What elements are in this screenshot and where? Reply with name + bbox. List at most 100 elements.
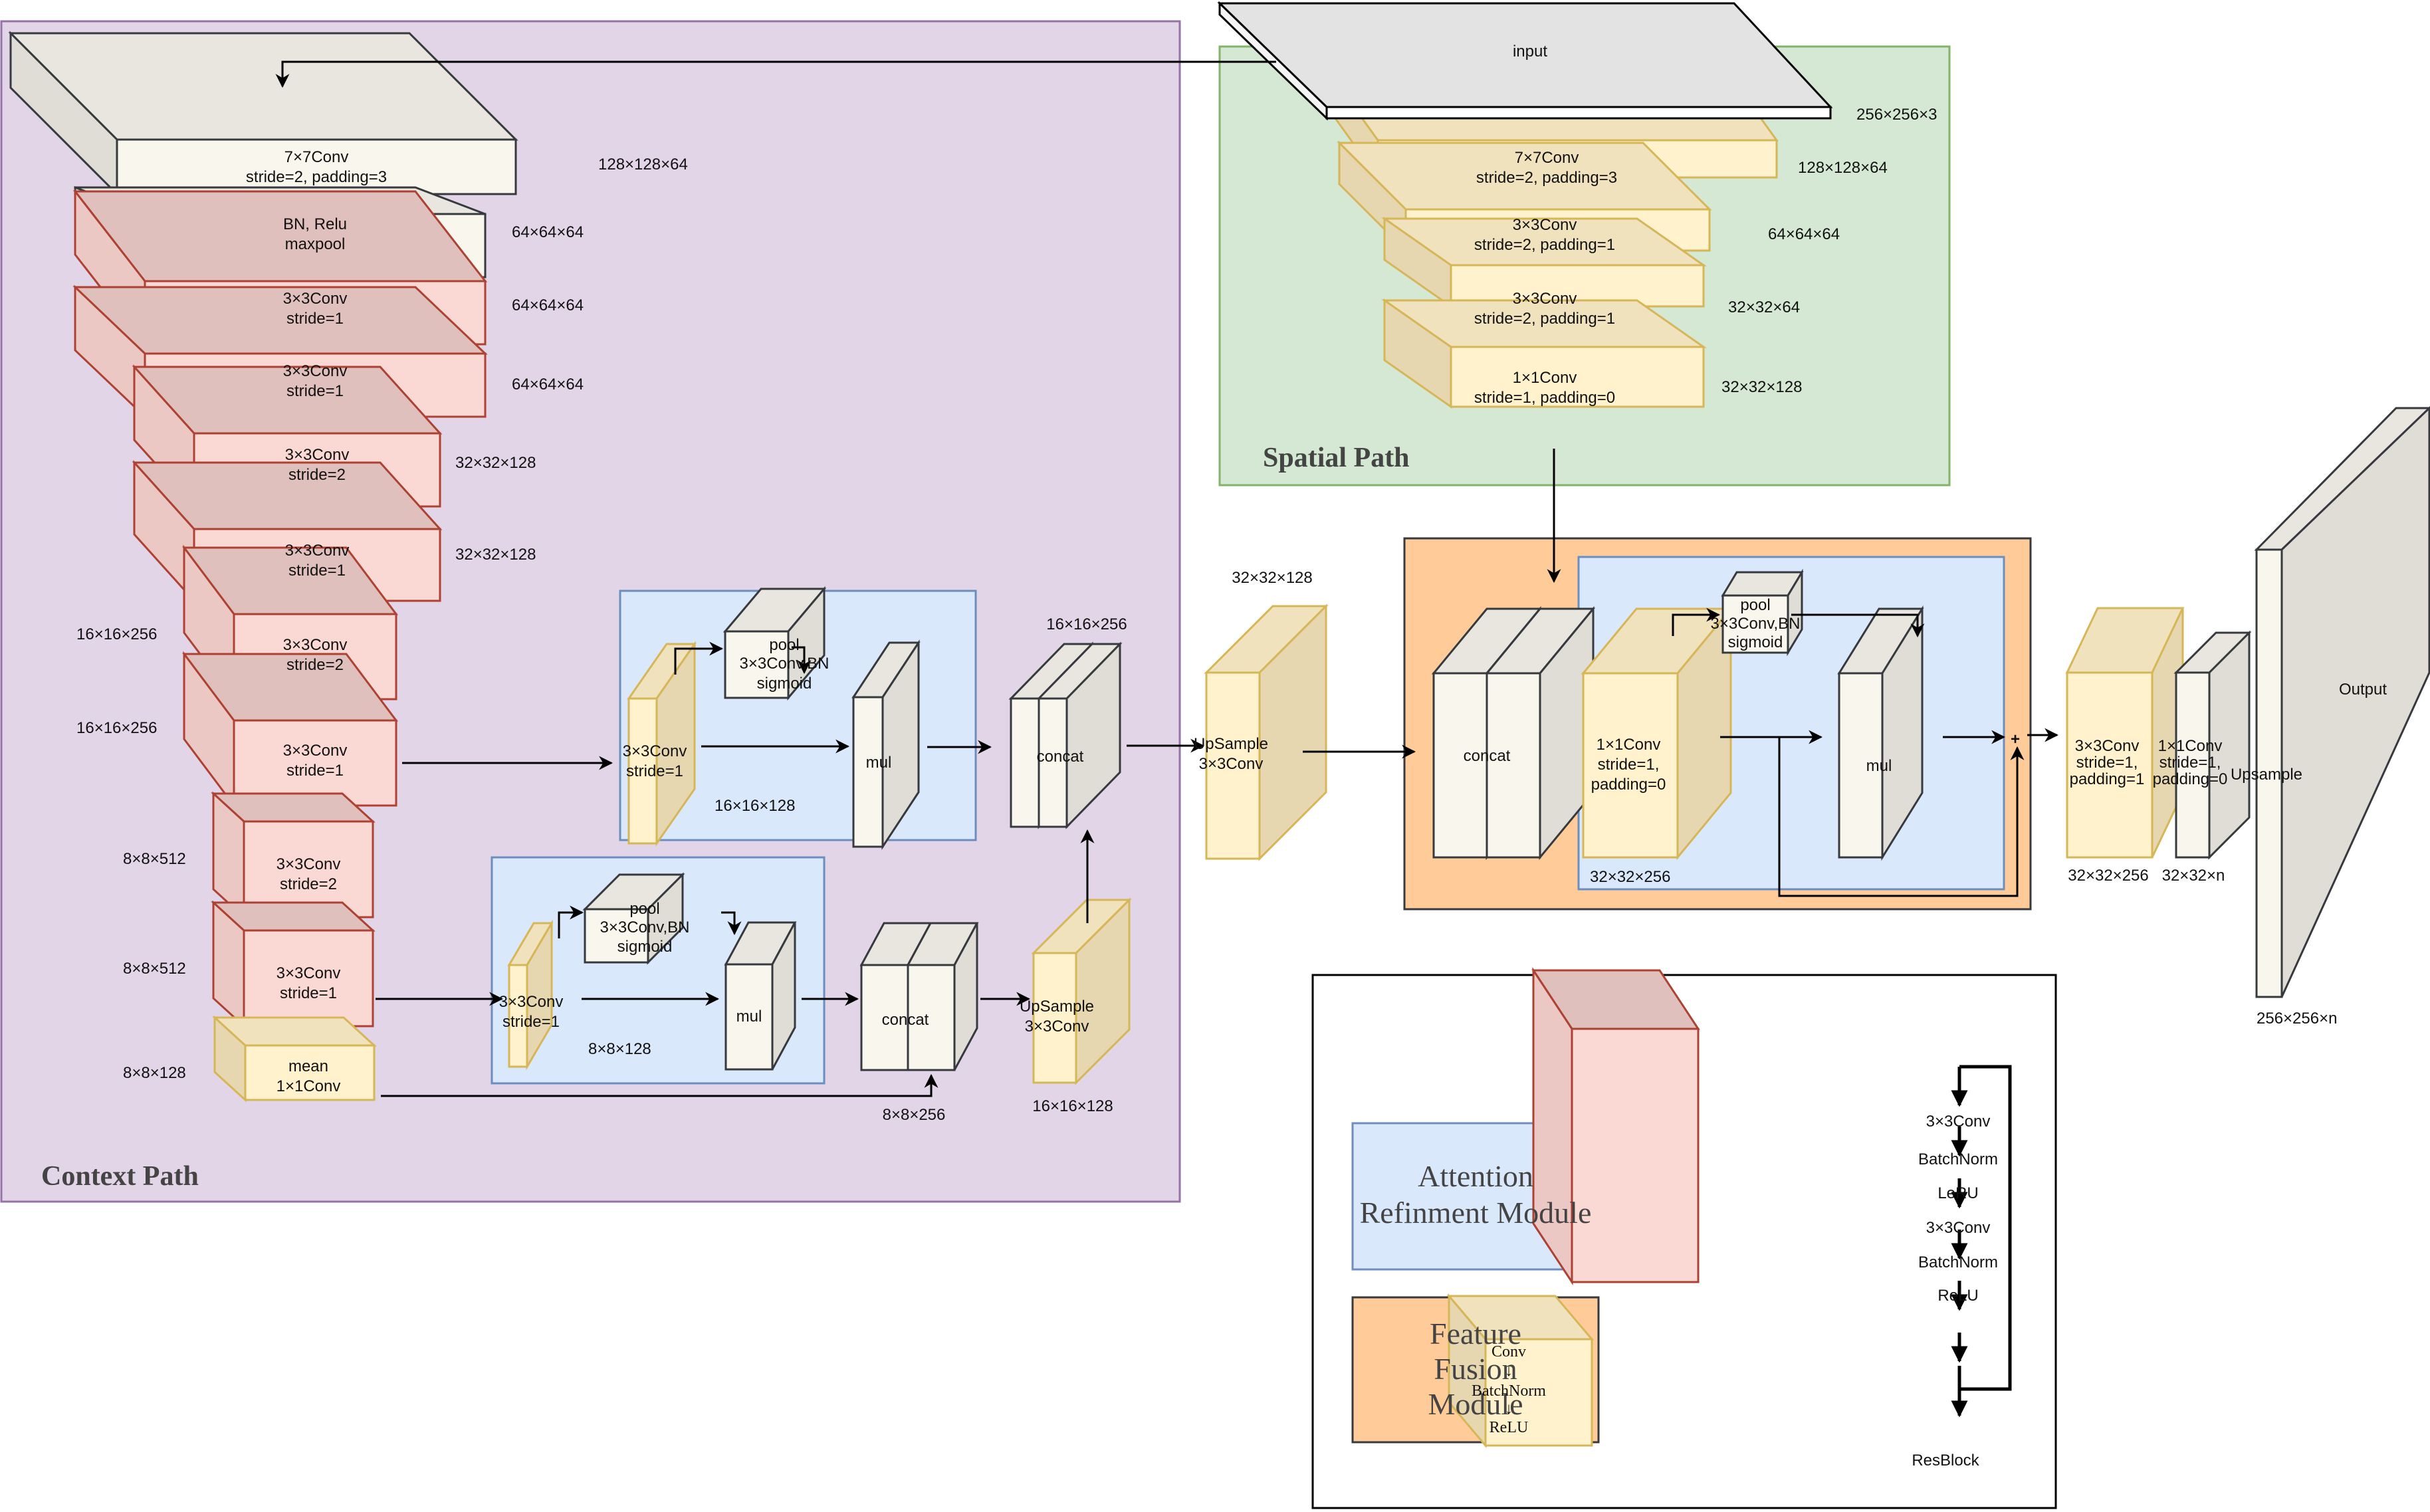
arm8-conv-line2: stride=1 (502, 1013, 560, 1031)
cp-dim-2: 64×64×64 (512, 296, 584, 314)
arm16-pool-to-mul-arrow (792, 646, 812, 675)
cp-block-conv1-top (72, 190, 488, 282)
legend-resblock (1531, 966, 1700, 1286)
arm16-pool-line3: sigmoid (757, 675, 812, 693)
cp-label-8-line1: 3×3Conv (276, 855, 341, 873)
upsample16-dim: 16×16×128 (1032, 1097, 1113, 1115)
legend-arm-line1: Attention (1418, 1159, 1533, 1193)
ffm-conv-line3: padding=0 (1591, 776, 1666, 794)
sum-plus-icon: + (2011, 730, 2020, 748)
cp-block-7x7conv-front (116, 138, 517, 195)
sp-label-1-line2: stride=2, padding=1 (1474, 236, 1615, 254)
cp-label-5-line1: 3×3Conv (285, 542, 350, 560)
input-dim: 256×256×3 (1856, 106, 1937, 124)
sp-block-1 (1337, 140, 1712, 253)
resblock-step-1: BatchNorm (1918, 1150, 1998, 1168)
arm8-conv-front (508, 964, 528, 1068)
sp-label-0-line2: stride=2, padding=3 (1476, 169, 1617, 187)
arm8-mul-label: mul (736, 1008, 762, 1026)
legend-cbr-arrow1: ↓ (1505, 1362, 1513, 1380)
context-path-title: Context Path (41, 1161, 199, 1192)
arm16-conv-line2: stride=1 (626, 762, 683, 780)
sp-label-3-line2: stride=1, padding=0 (1474, 389, 1615, 407)
ffm-concat-b-front (1486, 672, 1541, 859)
sp-block-3-front (1450, 346, 1705, 408)
cp-label-10-line1: mean (288, 1057, 328, 1075)
head-conv1-line1: 1×1Conv (2158, 737, 2223, 755)
sp-label-2-line2: stride=2, padding=1 (1474, 310, 1615, 328)
ffm-mul-label: mul (1866, 757, 1892, 775)
output-slab (2254, 405, 2430, 998)
head-conv3-dim: 32×32×256 (2068, 867, 2148, 885)
mean-to-concat8-arrow (381, 1073, 939, 1097)
concat8-label: concat (882, 1011, 929, 1029)
spatial-path-title: Spatial Path (1263, 443, 1410, 473)
ffm-skip-to-plus-arrow (1778, 737, 2025, 897)
arm8-pool-to-mul-arrow (721, 911, 742, 936)
input-label: input (1513, 43, 1547, 60)
cp-dim-3: 64×64×64 (512, 376, 584, 393)
cp-dim-6: 16×16×256 (76, 625, 157, 643)
legend-cbr-arrow2: ↓ (1505, 1400, 1513, 1418)
concat8-b (906, 922, 979, 1071)
cp-label-9-line2: stride=1 (280, 984, 337, 1002)
arm16-conv-to-pool-arrow (674, 641, 724, 675)
cp-block-mean (212, 1015, 377, 1103)
cp-dim-1: 64×64×64 (512, 223, 584, 241)
cp-label-2-line2: stride=1 (286, 310, 344, 328)
ffm-concat-label: concat (1464, 747, 1511, 765)
cp-dim-7: 16×16×256 (76, 719, 157, 737)
arm8-dim: 8×8×128 (588, 1040, 651, 1058)
head-conv3-line1: 3×3Conv (2075, 737, 2140, 755)
concat16-label: concat (1037, 748, 1084, 766)
upsample32-line2: 3×3Conv (1199, 755, 1264, 773)
sp-dim-1: 64×64×64 (1768, 225, 1840, 243)
resblock-caption: ResBlock (1912, 1452, 1979, 1469)
arm8-conv-to-pool-arrow (558, 905, 584, 938)
head-conv3 (2065, 607, 2185, 859)
upsample16-line2: 3×3Conv (1025, 1018, 1089, 1035)
arm8-mul-front (724, 963, 774, 1071)
sp-label-2-line1: 3×3Conv (1513, 290, 1577, 308)
legend-ffm-line1: Feature (1430, 1317, 1521, 1350)
cp-dim-5: 32×32×128 (455, 546, 536, 564)
ffm-pool-front (1721, 594, 1789, 654)
head-conv3-line2: stride=1, (2076, 754, 2138, 772)
resblock-step-2: LeRU (1937, 1184, 1978, 1202)
resblock-step-4: BatchNorm (1918, 1253, 1998, 1271)
ffm-conv-front (1582, 672, 1679, 859)
cp-block-mean-front (244, 1044, 376, 1101)
ffm-pool-line2: 3×3Conv,BN (1711, 615, 1801, 633)
output-label: Output (2339, 681, 2387, 699)
legend-cbr-line2: BatchNorm (1472, 1382, 1546, 1400)
concat16-a-front (1010, 697, 1040, 828)
arm8-pool-line1: pool (629, 900, 659, 918)
cp-label-0-line1: 7×7Conv (284, 148, 349, 166)
cp-block-conv6 (182, 651, 398, 809)
ffm-dim: 32×32×256 (1590, 868, 1670, 886)
legend-ffm-line3: Module (1428, 1387, 1523, 1421)
cp-label-10-line2: 1×1Conv (276, 1077, 341, 1095)
cp-label-1-line2: maxpool (285, 235, 346, 253)
cp-label-6-line1: 3×3Conv (283, 636, 348, 654)
arm8-pool-front (584, 908, 649, 964)
arm16-pool-line2: 3×3Conv,BN (740, 655, 829, 673)
legend-ffm-line2: Fusion (1434, 1352, 1517, 1386)
cp-block-conv7 (211, 791, 376, 920)
legend-resblock-front (1571, 1027, 1700, 1283)
concat8-dim: 8×8×256 (883, 1106, 946, 1124)
ffm-conv (1581, 605, 1733, 861)
input-to-context-arrow (275, 60, 1276, 88)
sp-dim-0: 128×128×64 (1798, 159, 1888, 177)
arm16-dim: 16×16×128 (715, 797, 795, 815)
cp-label-6-line2: stride=2 (286, 656, 344, 674)
cp-block-conv2-top (72, 286, 488, 355)
head-conv1-front (2175, 671, 2211, 859)
ffm-conv-line2: stride=1, (1598, 756, 1660, 774)
concat8-a-front (860, 964, 909, 1071)
upsample16-block-front (1032, 952, 1077, 1084)
concat16-b-front (1038, 697, 1068, 828)
upsample32-block-front (1205, 671, 1261, 860)
resblock-step-0: 3×3Conv (1926, 1113, 1991, 1131)
legend-cbr-line3: ReLU (1490, 1419, 1529, 1436)
